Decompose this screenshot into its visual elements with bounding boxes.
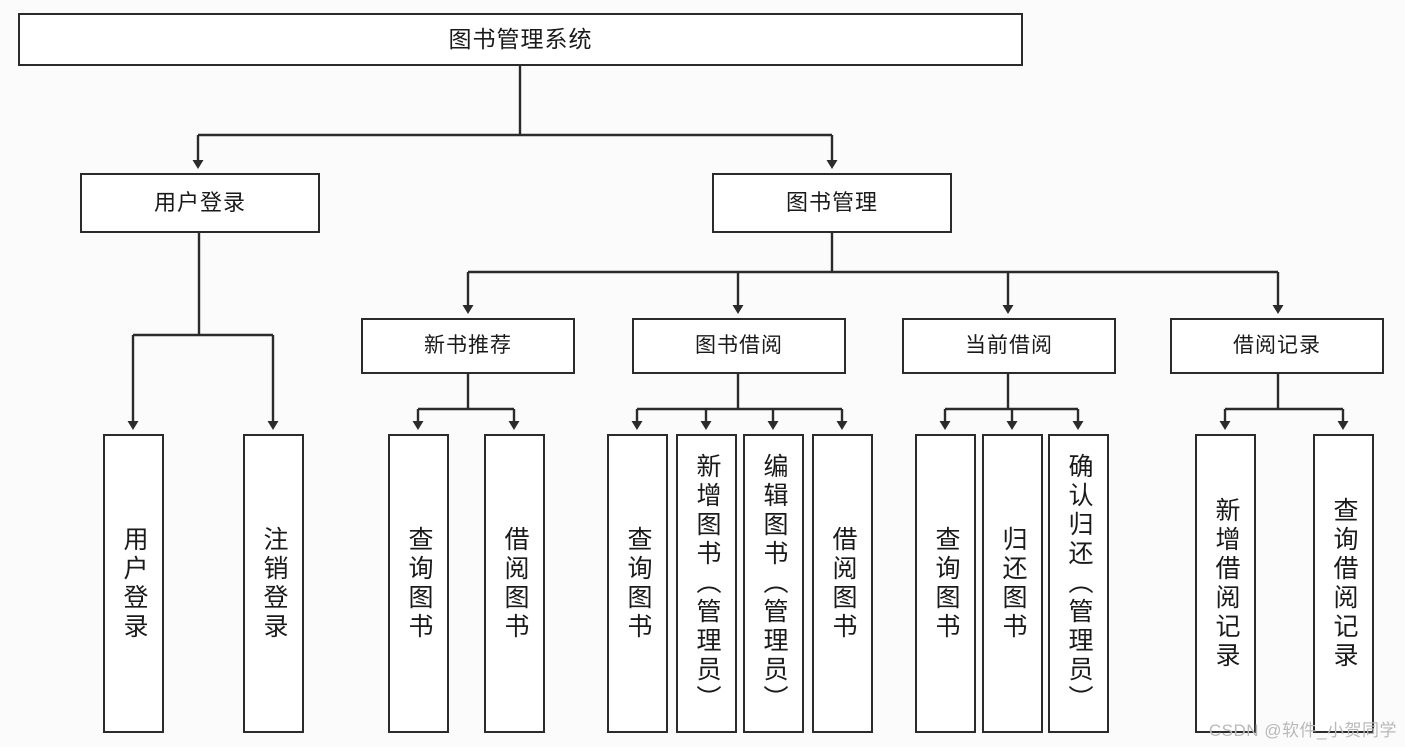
leaf-confirm-return[interactable]: 确认归还（管理员） xyxy=(1048,434,1109,733)
leaf-borrow-book-1-label: 借阅图书 xyxy=(501,525,529,642)
leaf-borrow-book-1[interactable]: 借阅图书 xyxy=(484,434,545,733)
leaf-query-book-1[interactable]: 查询图书 xyxy=(388,434,449,733)
node-book-borrow[interactable]: 图书借阅 xyxy=(632,318,846,374)
leaf-query-book-3[interactable]: 查询图书 xyxy=(915,434,976,733)
leaf-query-book-2-label: 查询图书 xyxy=(624,525,652,642)
leaf-query-record-label: 查询借阅记录 xyxy=(1330,496,1358,671)
node-book-borrow-label: 图书借阅 xyxy=(695,333,783,357)
leaf-query-record[interactable]: 查询借阅记录 xyxy=(1313,434,1374,733)
leaf-confirm-return-label: 确认归还（管理员） xyxy=(1065,453,1093,714)
leaf-query-book-2[interactable]: 查询图书 xyxy=(607,434,668,733)
node-root-label: 图书管理系统 xyxy=(448,26,593,53)
node-user-login-label: 用户登录 xyxy=(153,190,246,216)
leaf-add-book[interactable]: 新增图书（管理员） xyxy=(676,434,737,733)
node-borrow-record[interactable]: 借阅记录 xyxy=(1170,318,1384,374)
leaf-add-record-label: 新增借阅记录 xyxy=(1212,496,1240,671)
leaf-borrow-book-2[interactable]: 借阅图书 xyxy=(812,434,873,733)
node-book-manage[interactable]: 图书管理 xyxy=(712,173,952,233)
leaf-user-logout[interactable]: 注销登录 xyxy=(243,434,304,733)
leaf-edit-book-label: 编辑图书（管理员） xyxy=(760,453,788,714)
node-borrow-record-label: 借阅记录 xyxy=(1233,333,1321,357)
leaf-add-book-label: 新增图书（管理员） xyxy=(693,453,721,714)
leaf-return-book[interactable]: 归还图书 xyxy=(982,434,1043,733)
leaf-edit-book[interactable]: 编辑图书（管理员） xyxy=(743,434,804,733)
leaf-query-book-3-label: 查询图书 xyxy=(932,525,960,642)
node-book-manage-label: 图书管理 xyxy=(785,190,878,216)
leaf-user-login[interactable]: 用户登录 xyxy=(103,434,164,733)
leaf-add-record[interactable]: 新增借阅记录 xyxy=(1195,434,1256,733)
leaf-borrow-book-2-label: 借阅图书 xyxy=(829,525,857,642)
node-user-login[interactable]: 用户登录 xyxy=(80,173,320,233)
leaf-return-book-label: 归还图书 xyxy=(999,525,1027,642)
leaf-query-book-1-label: 查询图书 xyxy=(405,525,433,642)
node-current-borrow[interactable]: 当前借阅 xyxy=(902,318,1116,374)
node-current-borrow-label: 当前借阅 xyxy=(965,333,1053,357)
node-root[interactable]: 图书管理系统 xyxy=(18,13,1023,66)
node-new-book-recommend-label: 新书推荐 xyxy=(424,333,512,357)
node-new-book-recommend[interactable]: 新书推荐 xyxy=(361,318,575,374)
leaf-user-login-label: 用户登录 xyxy=(120,525,148,642)
csdn-watermark: CSDN @软件_小贺同学 xyxy=(1208,721,1397,740)
leaf-user-logout-label: 注销登录 xyxy=(260,525,288,642)
